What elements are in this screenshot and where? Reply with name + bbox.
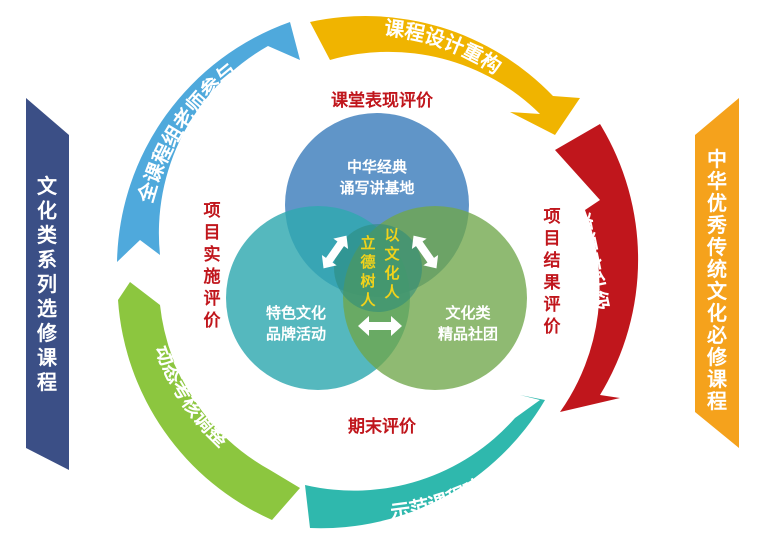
sideLeft-text: 文化类系列选修课程 [36,174,58,394]
ring-segment-course-design [310,16,580,135]
core-right-text: 以文化人 [384,226,400,301]
eval-classroom: 课堂表现评价 [331,90,434,111]
venn-core [334,224,422,312]
core-left-text: 立德树人 [360,234,376,309]
ring-segment-demo-course [305,395,545,529]
side-right-panel [695,98,739,448]
vLeft-text: 项目实施评价 [204,201,222,331]
ring [117,16,639,529]
side-right-label: 中华优秀传统文化必修课程 [706,147,728,413]
side-left-panel [26,98,69,470]
sideRight-text: 中华优秀传统文化必修课程 [706,147,728,413]
double-arrow-left-icon [321,235,349,269]
venn-top-line1: 中华经典 [347,158,407,176]
ring-segment-resource-library [555,124,639,412]
coreLeft-text: 立德树人 [360,234,376,309]
side-left-label: 文化类系列选修课程 [36,174,58,394]
venn-left-line1: 特色文化 [266,304,326,322]
ring-segment-dynamic-assessment [118,282,300,520]
eval-implementation: 项目实施评价 [204,201,222,331]
venn-right-line1: 文化类 [445,304,491,322]
eval-result: 项目结果评价 [544,207,562,337]
double-arrow-right-icon [411,235,439,269]
double-arrow-bottom-icon [358,316,402,336]
ring-segment-all-teachers [117,22,300,262]
vRight-text: 项目结果评价 [544,207,562,337]
venn-top-line2: 诵写讲基地 [339,179,414,197]
venn [226,113,527,390]
venn-left-line2: 品牌活动 [266,325,326,343]
ring-label-all-teachers: 全课程组老师参与 [133,58,241,206]
coreRight-text: 以文化人 [384,226,400,301]
eval-final: 期末评价 [348,416,417,437]
venn-right-line2: 精品社团 [438,325,498,343]
